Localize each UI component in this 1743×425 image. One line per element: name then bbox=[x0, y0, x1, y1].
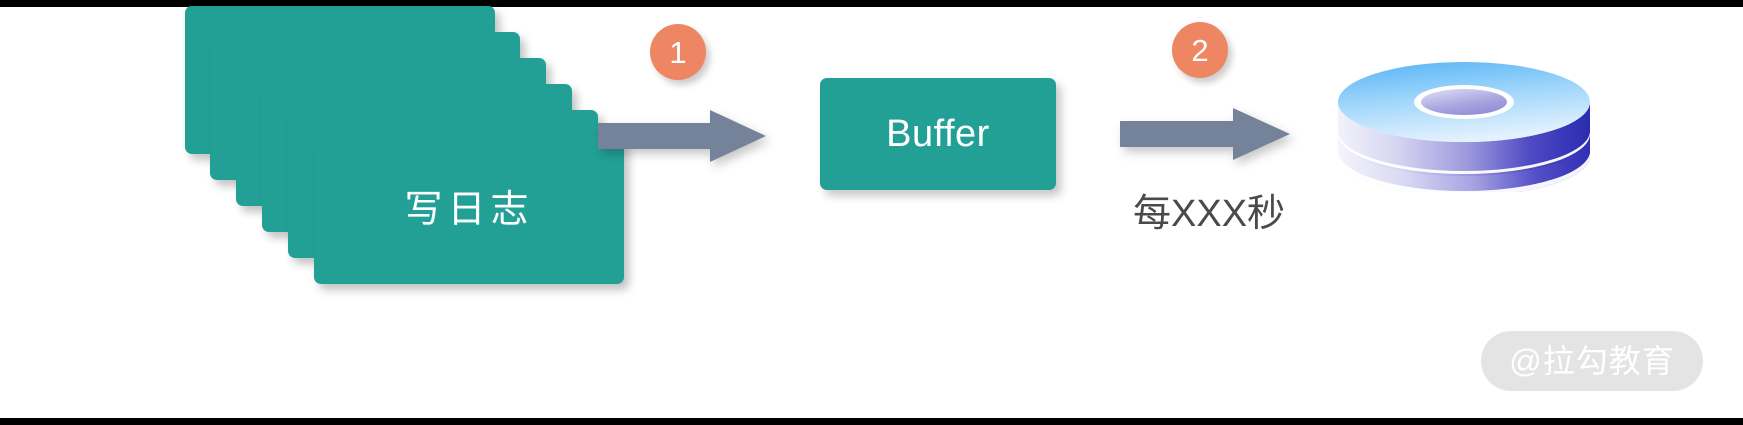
step-badge-2-number: 2 bbox=[1191, 32, 1209, 68]
watermark-badge: @拉勾教育 bbox=[1481, 331, 1703, 391]
letterbox-bar-bottom bbox=[0, 418, 1743, 425]
database-disk-icon bbox=[1330, 60, 1598, 192]
step-badge-2: 2 bbox=[1172, 22, 1228, 78]
step-badge-1-number: 1 bbox=[669, 34, 687, 70]
step-badge-1: 1 bbox=[650, 24, 706, 80]
log-card-label: 写日志 bbox=[404, 189, 534, 231]
arrow-buffer-to-disk bbox=[1120, 108, 1290, 160]
letterbox-bar-top bbox=[0, 0, 1743, 7]
flush-interval-caption: 每XXX秒 bbox=[1133, 193, 1286, 235]
log-card-front: 写日志 bbox=[314, 136, 624, 284]
log-records-stack: 写日志 bbox=[160, 0, 624, 284]
watermark-text: @拉勾教育 bbox=[1509, 343, 1675, 379]
buffer-label: Buffer bbox=[886, 113, 990, 155]
arrow-write-to-buffer bbox=[598, 110, 766, 162]
buffer-node: Buffer bbox=[820, 78, 1056, 190]
